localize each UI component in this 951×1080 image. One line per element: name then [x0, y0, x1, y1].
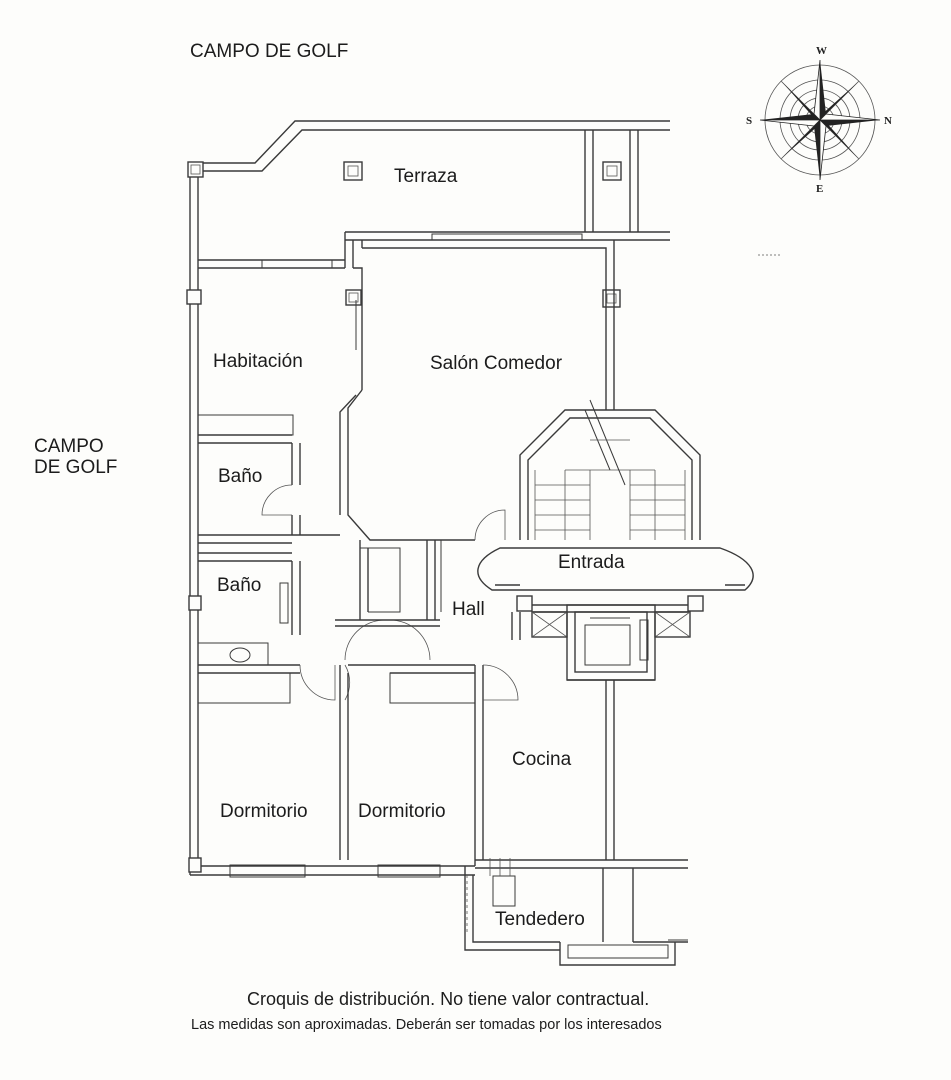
bottom-windows: [229, 864, 441, 878]
salon-walls: [339, 240, 615, 860]
compass-n: N: [884, 115, 892, 127]
label-bano-1: Baño: [218, 466, 263, 487]
compass-rose: W N E S: [746, 45, 892, 195]
columns: [186, 161, 704, 873]
outer-walls: [189, 120, 688, 876]
label-dormitorio-2: Dormitorio: [358, 801, 446, 822]
elevators: [511, 604, 691, 681]
label-salon: Salón Comedor: [430, 353, 563, 374]
label-golf-left-line1: CAMPO: [34, 436, 104, 457]
compass-s: S: [746, 115, 752, 127]
label-terraza: Terraza: [394, 166, 458, 187]
label-bano-2: Baño: [217, 575, 262, 596]
label-golf-left: CAMPO DE GOLF: [34, 436, 118, 479]
staircase: [477, 399, 754, 613]
footer-disclaimer: Croquis de distribución. No tiene valor …: [247, 989, 650, 1009]
terrace-walls: [198, 130, 670, 269]
hall-wardrobe: [335, 509, 506, 627]
label-golf-top: CAMPO DE GOLF: [190, 41, 349, 62]
compass-w: W: [816, 45, 827, 57]
label-habitacion: Habitación: [213, 351, 303, 372]
interior-walls: [197, 414, 519, 866]
label-tendedero: Tendedero: [495, 909, 585, 930]
footer-measurements-note: Las medidas son aproximadas. Deberán ser…: [191, 1017, 662, 1033]
tendedero-walls: [464, 858, 688, 966]
label-golf-left-line2: DE GOLF: [34, 456, 118, 478]
label-entrada: Entrada: [558, 552, 625, 573]
label-hall: Hall: [452, 599, 485, 620]
label-cocina: Cocina: [512, 749, 572, 770]
compass-e: E: [816, 183, 823, 195]
label-dormitorio-1: Dormitorio: [220, 801, 308, 822]
